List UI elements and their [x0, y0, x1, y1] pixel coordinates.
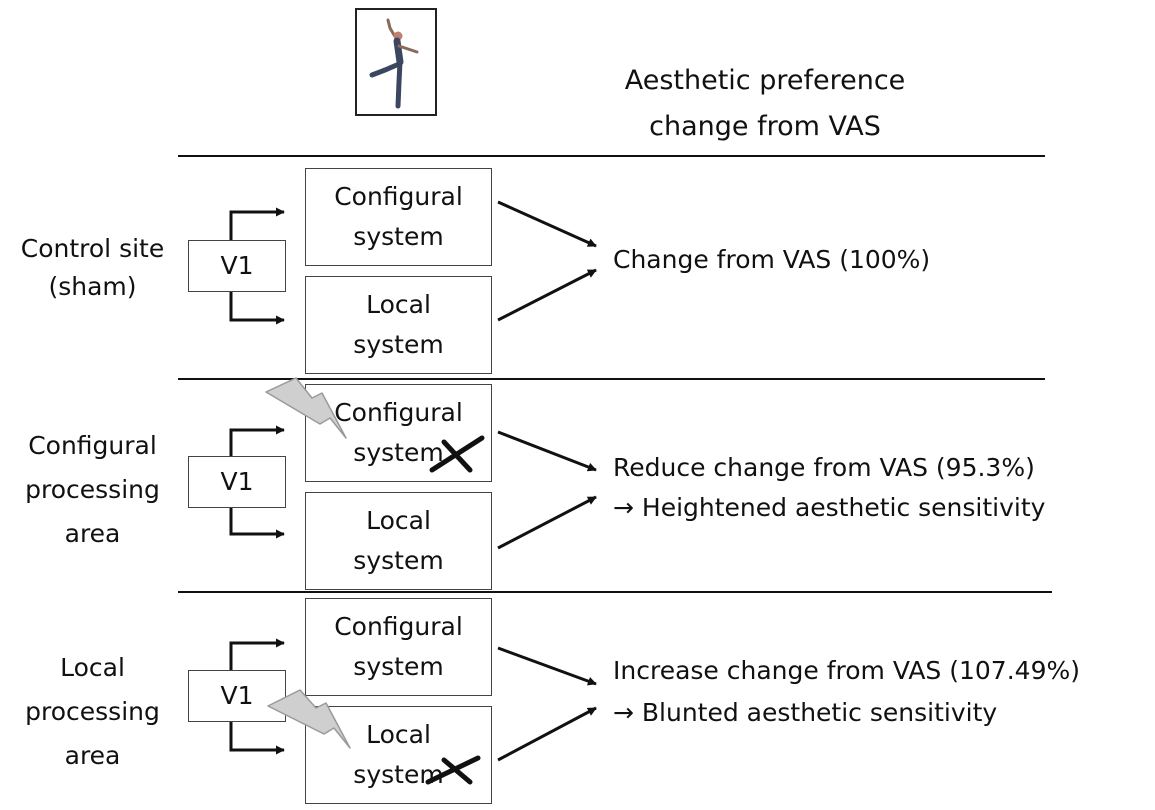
- v1-box: V1: [188, 670, 286, 722]
- row-label-line: area: [64, 519, 121, 548]
- v1-branch-arrows: [229, 638, 285, 755]
- divider-bottom: [178, 591, 1052, 593]
- divider-middle: [178, 378, 1045, 380]
- row-label-control: Control site (sham): [0, 230, 185, 306]
- result-text-control: Change from VAS (100%): [613, 244, 930, 275]
- header-title: Aesthetic preference change from VAS: [595, 58, 935, 150]
- result-arrows: [497, 646, 597, 762]
- row-label-line: processing: [25, 475, 160, 504]
- result-arrows: [497, 200, 597, 322]
- result-text-configural: Reduce change from VAS (95.3%) → Heighte…: [613, 448, 1045, 528]
- result-line: Change from VAS (100%): [613, 245, 931, 274]
- result-line: Reduce change from VAS (95.3%): [613, 453, 1035, 482]
- configural-system-box: Configural system: [305, 384, 492, 482]
- dancer-figure-icon: [369, 18, 419, 109]
- result-text-local: Increase change from VAS (107.49%) → Blu…: [613, 650, 1080, 734]
- configural-system-box: Configural system: [305, 168, 492, 266]
- cross-mark-icon: [429, 435, 485, 473]
- lightning-bolt-icon: [267, 689, 351, 749]
- local-system-box: Local system: [305, 492, 492, 590]
- row-label-local: Local processing area: [0, 646, 185, 778]
- local-system-box: Local system: [305, 276, 492, 374]
- v1-branch-arrows: [229, 425, 285, 539]
- result-line: → Heightened aesthetic sensitivity: [613, 493, 1046, 522]
- configural-system-box: Configural system: [305, 598, 492, 696]
- divider-top: [178, 155, 1045, 157]
- row-label-configural: Configural processing area: [0, 424, 185, 556]
- row-label-line: area: [64, 741, 121, 770]
- row-label-line: processing: [25, 697, 160, 726]
- stimulus-image: [355, 8, 437, 116]
- result-line: Increase change from VAS (107.49%): [613, 656, 1080, 685]
- row-label-line: Local: [60, 653, 125, 682]
- header-title-line2: change from VAS: [649, 111, 881, 142]
- local-system-box: Local system: [305, 706, 492, 804]
- result-arrows: [497, 430, 597, 550]
- row-label-line: Configural: [28, 431, 157, 460]
- v1-box: V1: [188, 456, 286, 508]
- result-line: → Blunted aesthetic sensitivity: [613, 698, 998, 727]
- lightning-bolt-icon: [265, 377, 347, 439]
- v1-box: V1: [188, 240, 286, 292]
- row-label-line: (sham): [48, 272, 137, 301]
- header-title-line1: Aesthetic preference: [624, 65, 906, 96]
- row-label-line: Control site: [20, 234, 165, 263]
- cross-mark-icon: [425, 755, 481, 785]
- v1-branch-arrows: [229, 207, 285, 325]
